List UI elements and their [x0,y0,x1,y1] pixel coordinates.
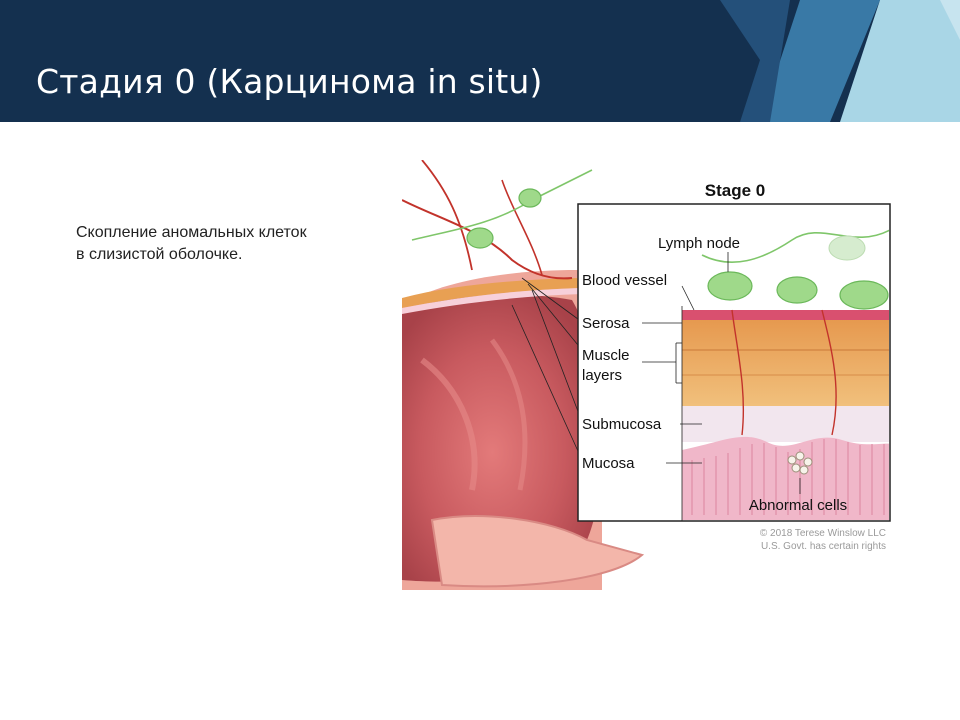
label-submucosa: Submucosa [582,416,662,433]
callout-lines [511,277,583,461]
colon-top-serosa [402,278,580,308]
inset-lymph-node-3 [839,280,889,310]
colon-lumen [402,294,603,582]
label-muscle-line2: layers [582,367,622,384]
slide-body-text: Скопление аномальных клеток в слизистой … [76,222,376,266]
copyright-line-1: © 2018 Terese Winslow LLC [760,528,886,539]
inset-lymph-node-faded [828,235,866,261]
outer-lymph-node-2 [518,188,542,208]
slide-header: Стадия 0 (Карцинома in situ) [0,0,960,122]
stage-title: Stage 0 [705,181,765,200]
deco-mid-triangle [760,0,880,122]
outer-lymph-node-1 [466,227,494,249]
label-abnormal-cells: Abnormal cells [749,497,847,514]
inset-vessel-1 [731,309,745,436]
colon-stage0-diagram: Stage 0 Lymph node Blood vessel Serosa M… [402,160,891,590]
colon-fold-2 [489,338,528,491]
colon-fold-1 [420,357,478,491]
label-blood-vessel: Blood vessel [582,272,667,289]
outer-vessel-1 [402,199,573,280]
label-mucosa: Mucosa [582,455,635,472]
slide-title: Стадия 0 (Карцинома in situ) [36,62,543,101]
copyright-line-2: U.S. Govt. has certain rights [761,541,886,552]
header-decoration [720,0,960,122]
label-muscle-line1: Muscle [582,347,630,364]
colon-cut-edge [430,515,645,588]
body-line-2: в слизистой оболочке. [76,246,243,263]
inset-vessel-2 [821,309,837,436]
outer-vessel-3 [501,179,543,276]
label-serosa: Serosa [582,315,630,332]
stage0-inset [577,203,891,522]
layer-serosa-band [682,310,889,320]
deco-dark-chevron [720,0,790,122]
label-leaders [642,252,801,494]
label-lymph-node: Lymph node [658,235,740,252]
layer-mucosa-band [682,436,889,520]
outer-vessel-2 [421,160,473,271]
inset-lymph-node-1 [707,271,753,301]
deco-accent-sliver [940,0,960,40]
inset-lymph-node-2 [776,276,818,304]
abnormal-cells-cluster [787,451,813,475]
inset-lymph-vessels [701,229,889,263]
deco-light-triangle [840,0,960,122]
layer-submucosa-band [682,406,889,442]
layer-muscle-band [682,320,889,406]
body-line-1: Скопление аномальных клеток [76,224,307,241]
